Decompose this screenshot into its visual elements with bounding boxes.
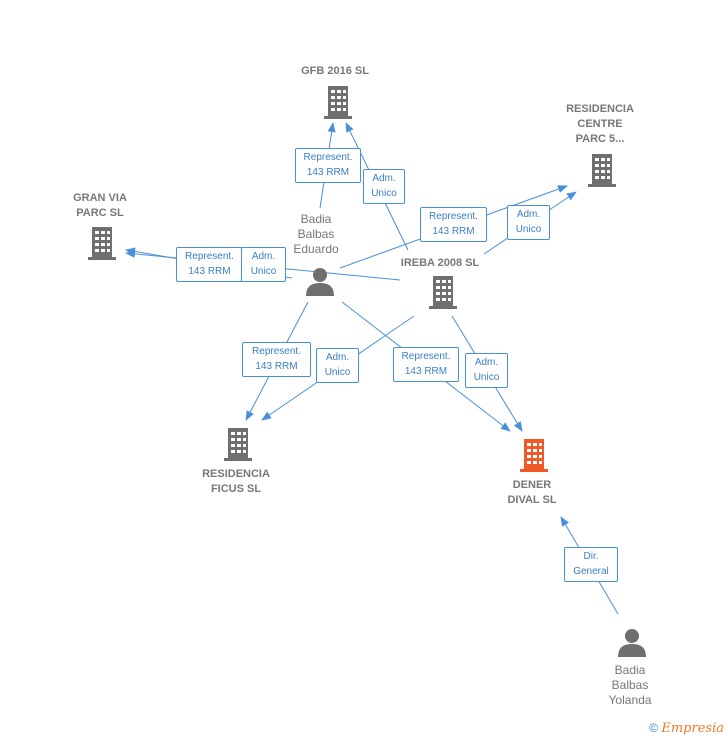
empresia-watermark[interactable]: © Empresia — [649, 721, 724, 736]
building-icon-highlight[interactable] — [518, 437, 550, 473]
edge-label-adm-unico[interactable]: Adm. Unico — [507, 205, 550, 240]
edge-label-represent[interactable]: Represent. 143 RRM — [176, 247, 243, 282]
person-icon[interactable] — [304, 266, 336, 298]
edge-label-represent[interactable]: Represent. 143 RRM — [242, 342, 311, 377]
person-icon[interactable] — [616, 627, 648, 659]
node-label-badia-yolanda[interactable]: Badia Balbas Yolanda — [608, 663, 652, 707]
building-icon[interactable] — [322, 84, 354, 120]
edge-label-adm-unico[interactable]: Adm. Unico — [363, 169, 405, 204]
brand-logo: Empresia — [661, 721, 724, 736]
node-label-ireba[interactable]: IREBA 2008 SL — [400, 257, 480, 269]
building-icon[interactable] — [586, 152, 618, 188]
node-label-residencia-ficus[interactable]: RESIDENCIA FICUS SL — [202, 468, 270, 495]
building-icon[interactable] — [86, 225, 118, 261]
edge-label-adm-unico[interactable]: Adm. Unico — [316, 348, 359, 383]
node-label-dener[interactable]: DENER DIVAL SL — [507, 479, 557, 506]
copyright-symbol: © — [649, 721, 659, 735]
edge-label-represent[interactable]: Represent. 143 RRM — [295, 148, 361, 183]
building-icon[interactable] — [222, 426, 254, 462]
node-label-gfb[interactable]: GFB 2016 SL — [301, 65, 369, 77]
node-label-badia-eduardo[interactable]: Badia Balbas Eduardo — [293, 212, 339, 256]
edge-label-adm-unico[interactable]: Adm. Unico — [465, 353, 508, 388]
edge-label-adm-unico[interactable]: Adm. Unico — [241, 247, 286, 282]
node-label-gran-via[interactable]: GRAN VIA PARC SL — [73, 192, 127, 219]
building-icon[interactable] — [427, 274, 459, 310]
edge-label-dir-general[interactable]: Dir. General — [564, 547, 618, 582]
edge-label-represent[interactable]: Represent. 143 RRM — [393, 347, 459, 382]
node-label-residencia-centre[interactable]: RESIDENCIA CENTRE PARC 5... — [566, 103, 634, 145]
edge-label-represent[interactable]: Represent. 143 RRM — [420, 207, 487, 242]
